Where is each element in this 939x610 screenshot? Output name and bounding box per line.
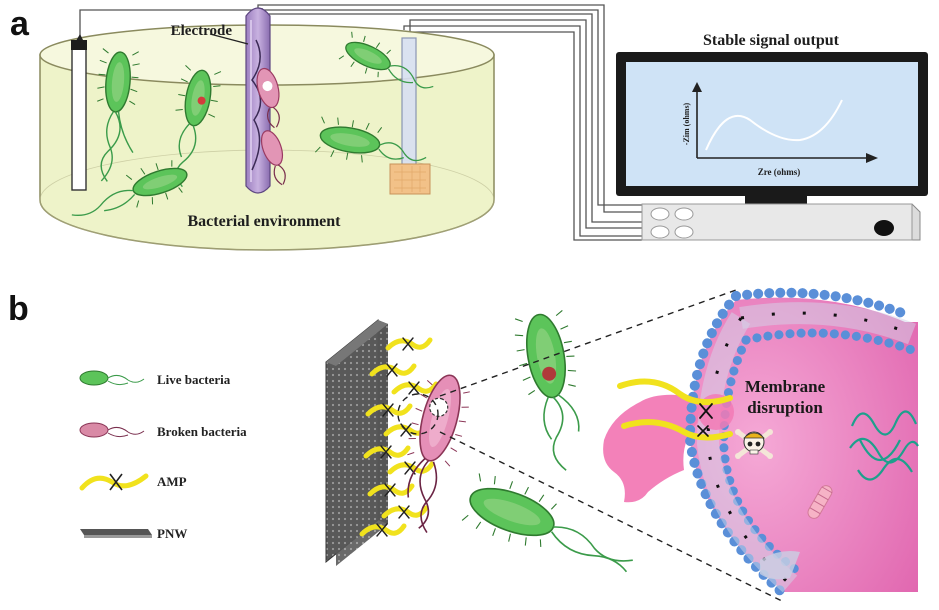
live-bacterium bbox=[175, 64, 222, 188]
pnw-icon bbox=[80, 529, 152, 538]
legend-pnw: PNW bbox=[157, 526, 187, 541]
amp-icon bbox=[79, 473, 149, 491]
panel-b-letter: b bbox=[8, 290, 29, 328]
leaking-cytoplasm bbox=[603, 394, 700, 503]
x-axis-label: Zre (ohms) bbox=[758, 167, 801, 177]
monitor-title: Stable signal output bbox=[703, 32, 840, 49]
live-bacterium bbox=[338, 31, 434, 89]
panel-b: b Live bacteria Broken bacteria AMP PNW bbox=[8, 287, 919, 603]
dna-strands bbox=[849, 410, 919, 481]
amp-pore bbox=[617, 378, 733, 441]
legend-live-bacteria: Live bacteria bbox=[157, 372, 231, 387]
counter-electrode bbox=[389, 37, 431, 195]
impedance-curve bbox=[705, 99, 843, 151]
live-bacteria-icon bbox=[79, 370, 145, 386]
membrane-disruption-line2: disruption bbox=[747, 398, 823, 417]
live-bacterium bbox=[461, 473, 633, 573]
legend-broken-bacteria: Broken bacteria bbox=[157, 424, 247, 439]
zoom-lines bbox=[397, 289, 785, 603]
panel-a-letter: a bbox=[10, 5, 30, 43]
legend: Live bacteria Broken bacteria AMP PNW bbox=[157, 372, 247, 541]
live-bacterium bbox=[314, 116, 427, 163]
potentiostat-box bbox=[641, 203, 921, 241]
y-axis-label: -Zim (ohms) bbox=[682, 102, 691, 145]
electrode-label: Electrode bbox=[171, 23, 233, 39]
broken-bacterium bbox=[407, 374, 470, 533]
broken-bacterium bbox=[256, 67, 286, 186]
skull-crossbones-icon bbox=[735, 429, 773, 459]
live-bacterium bbox=[514, 310, 580, 471]
panel-a: Electrode Bacterial environment Stable s… bbox=[10, 4, 928, 251]
broken-bacteria-icon bbox=[79, 422, 145, 438]
legend-amp: AMP bbox=[157, 474, 187, 489]
live-bacterium bbox=[71, 160, 188, 216]
zoomed-cell bbox=[603, 287, 918, 601]
reference-electrode bbox=[71, 34, 87, 191]
membrane-fragment bbox=[760, 551, 800, 580]
live-bacterium bbox=[97, 48, 140, 182]
membrane-disruption-line1: Membrane bbox=[745, 377, 826, 396]
pnw-plate bbox=[325, 318, 388, 566]
plasmid-fragment bbox=[807, 485, 833, 519]
bacterial-environment-label: Bacterial environment bbox=[187, 213, 341, 230]
monitor: Stable signal output -Zim (ohms) Zre (oh… bbox=[616, 32, 928, 204]
